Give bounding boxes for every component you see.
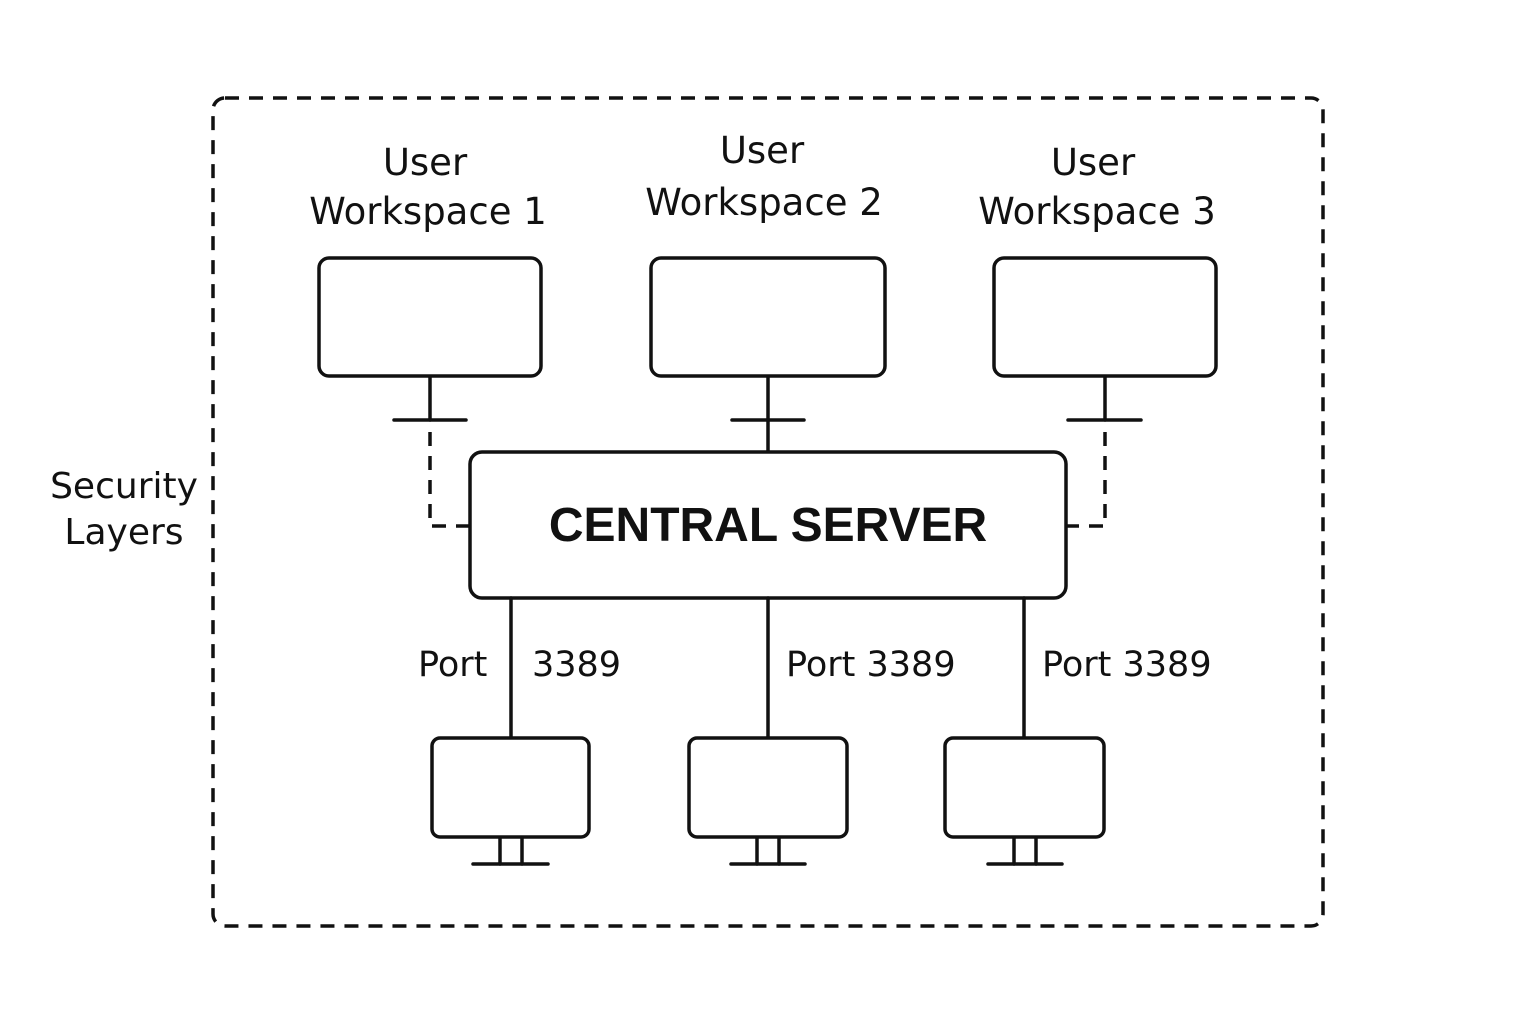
security-boundary [211,96,1325,928]
client-1-monitor-icon [430,736,591,866]
port-1-number-label: 3389 [532,645,621,685]
port-1-word-label: Port [418,645,487,685]
workspace-3-label-line2: Workspace 3 [978,190,1216,233]
workspace-3-label-line1: User [1051,141,1136,184]
workspace-1-label-line1: User [383,141,468,184]
workspace-2-monitor-icon [649,256,887,454]
security-layers-label-line1: Security [50,466,198,507]
workspace-1-dashed-connector [428,432,470,528]
central-server-label: CENTRAL SERVER [549,499,987,552]
workspace-1-monitor-icon [317,256,543,422]
workspace-1-label-line2: Workspace 1 [309,190,547,233]
workspace-3-dashed-connector [1066,432,1107,528]
workspace-2-label-line2: Workspace 2 [645,181,883,224]
port-3-label: Port 3389 [1042,645,1212,685]
workspace-2-label-line1: User [720,129,805,172]
security-layers-label-line2: Layers [64,512,183,553]
port-2-label: Port 3389 [786,645,956,685]
workspace-3-monitor-icon [992,256,1218,422]
client-3-monitor-icon [943,736,1106,866]
client-2-monitor-icon [687,736,849,866]
